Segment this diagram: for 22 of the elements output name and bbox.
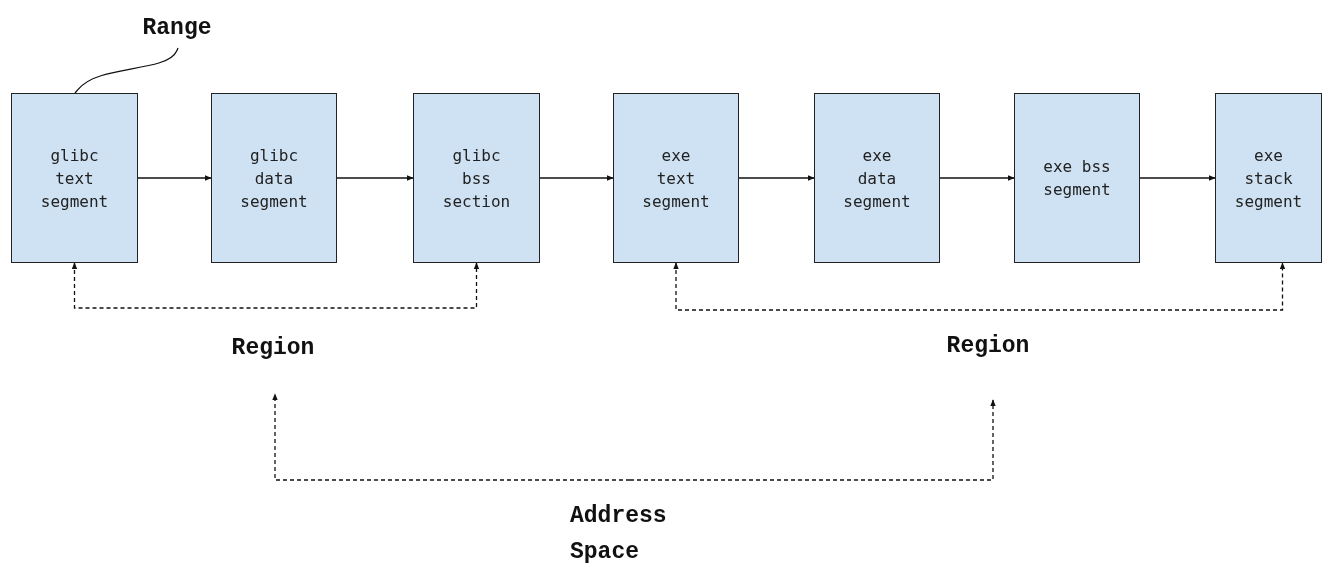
diagram-label: Region [946, 332, 1030, 361]
arrow [629, 399, 996, 481]
segment-box: glibc data segment [211, 93, 337, 263]
arrow [1139, 175, 1216, 181]
segment-box: exe stack segment [1215, 93, 1322, 263]
arrow [336, 175, 414, 181]
arrow [272, 393, 631, 481]
arrow [71, 262, 480, 309]
segment-box: exe data segment [814, 93, 940, 263]
segment-box: exe bss segment [1014, 93, 1140, 263]
diagram-label: Address Space [570, 502, 668, 567]
arrow [939, 175, 1015, 181]
arrow [539, 175, 614, 181]
leader-line [74, 47, 179, 94]
diagram-label: Region [231, 334, 315, 363]
segment-box: exe text segment [613, 93, 739, 263]
arrow [738, 175, 815, 181]
segment-box: glibc bss section [413, 93, 540, 263]
arrow [673, 262, 1286, 311]
arrow [137, 175, 212, 181]
diagram-label: Range [142, 14, 212, 43]
segment-box: glibc text segment [11, 93, 138, 263]
